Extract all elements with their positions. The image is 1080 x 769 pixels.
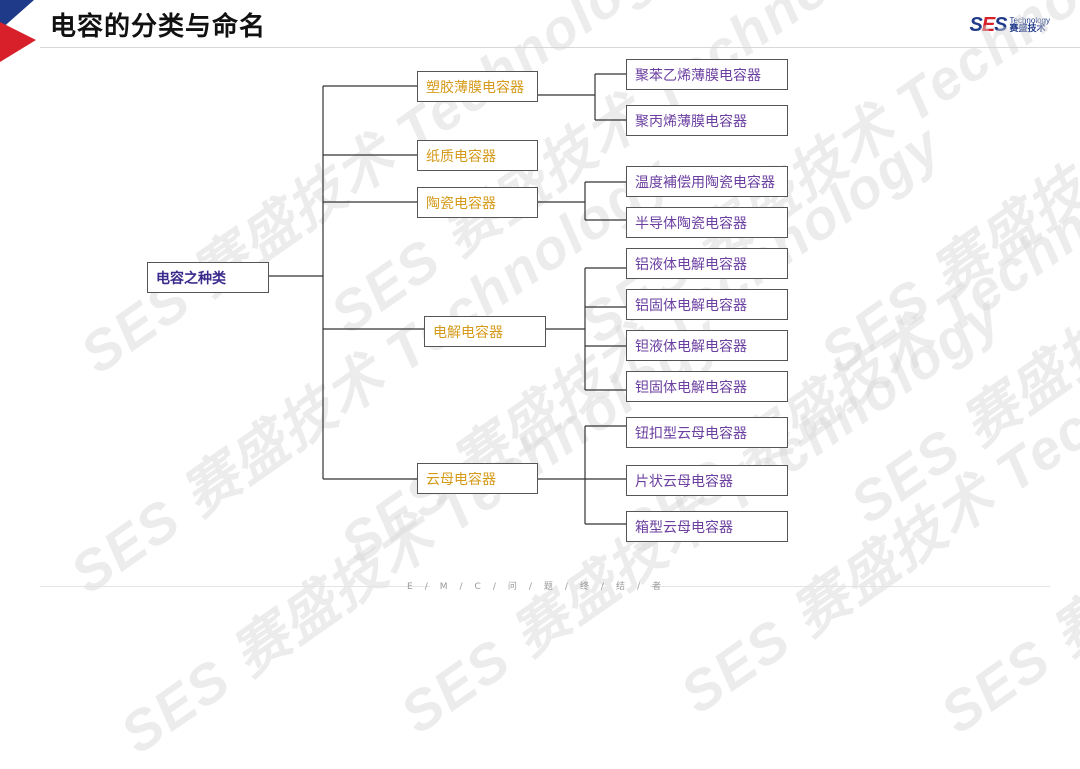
root-node: 电容之种类 xyxy=(147,262,269,293)
category-node-plastic-film: 塑胶薄膜电容器 xyxy=(417,71,538,102)
leaf-node: 片状云母电容器 xyxy=(626,465,788,496)
title-divider xyxy=(40,47,1080,48)
leaf-node: 钽固体电解电容器 xyxy=(626,371,788,402)
footer-divider-right xyxy=(650,586,1050,587)
brand-mark: SES xyxy=(969,14,1007,36)
leaf-node: 聚丙烯薄膜电容器 xyxy=(626,105,788,136)
leaf-node: 铝固体电解电容器 xyxy=(626,289,788,320)
leaf-node: 聚苯乙烯薄膜电容器 xyxy=(626,59,788,90)
leaf-node: 箱型云母电容器 xyxy=(626,511,788,542)
category-node-paper: 纸质电容器 xyxy=(417,140,538,171)
brand-chinese: 赛盛技术 xyxy=(1009,24,1046,34)
footer-divider-left xyxy=(40,586,430,587)
corner-accent-icon xyxy=(0,0,36,62)
footer-slogan: E/M/C/问/题/终/结/者 xyxy=(407,582,673,592)
brand-english: Technology xyxy=(1009,16,1050,25)
category-node-ceramic: 陶瓷电容器 xyxy=(417,187,538,218)
leaf-node: 钽液体电解电容器 xyxy=(626,330,788,361)
leaf-node: 温度補偿用陶瓷电容器 xyxy=(626,166,788,197)
category-node-mica: 云母电容器 xyxy=(417,463,538,494)
leaf-node: 铝液体电解电容器 xyxy=(626,248,788,279)
tree-connectors xyxy=(269,73,626,525)
leaf-node: 钮扣型云母电容器 xyxy=(626,417,788,448)
page-title: 电容的分类与命名 xyxy=(50,12,267,42)
category-node-electrolytic: 电解电容器 xyxy=(424,316,546,347)
leaf-node: 半导体陶瓷电容器 xyxy=(626,207,788,238)
brand-logo: SES Technology 赛盛技术 xyxy=(969,14,1050,37)
